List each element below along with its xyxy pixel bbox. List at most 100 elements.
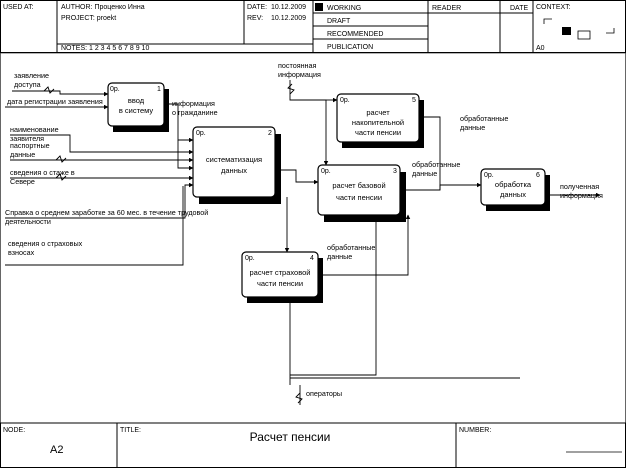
diagram-header: USED AT: AUTHOR: Проценко Инна PROJECT: …: [0, 0, 626, 53]
output-label: обработанные: [412, 160, 460, 169]
number-label: NUMBER:: [459, 427, 491, 434]
node-value: A2: [50, 444, 63, 456]
input-label: Севере: [10, 177, 35, 186]
arrow-input: [12, 90, 109, 97]
box-label: части пенсии: [336, 193, 382, 202]
arrow-output: [400, 182, 482, 191]
insurance-label: сведения о страховых: [8, 239, 83, 248]
date-value: 10.12.2009: [271, 4, 306, 11]
activity-box-3[interactable]: 0р. 3 расчет базовой части пенсии: [317, 164, 406, 222]
input-label: доступа: [14, 80, 41, 89]
status-draft: DRAFT: [327, 18, 351, 25]
box-number: 5: [412, 97, 416, 104]
input-label: сведения о стаже в: [10, 168, 75, 177]
squiggle-icon: [295, 392, 303, 404]
notes-label: NOTES: 1 2 3 4 5 6 7 8 9 10: [61, 45, 149, 52]
rev-value: 10.12.2009: [271, 15, 306, 22]
input-label: заявителя: [10, 134, 44, 143]
status-recommended: RECOMMENDED: [327, 31, 383, 38]
svg-text:0р.: 0р.: [321, 168, 331, 175]
page-title: Расчет пенсии: [250, 430, 331, 444]
box-label: части пенсии: [355, 128, 401, 137]
squiggle-icon: [55, 155, 67, 163]
arrows: [5, 80, 601, 405]
author-label: AUTHOR: Проценко Инна: [61, 4, 145, 11]
box-label: в систему: [119, 106, 154, 115]
activity-box-4[interactable]: 0р. 4 расчет страховой части пенсии: [241, 251, 323, 303]
box-label: расчет страховой: [250, 268, 311, 277]
box-label: расчет: [366, 108, 390, 117]
arrow-input: [10, 134, 194, 155]
node-label: NODE:: [3, 427, 25, 434]
context-thumbnail-icon: [543, 18, 615, 40]
arrow-input: [5, 182, 194, 219]
reader-label: READER: [432, 5, 461, 12]
box-number: 6: [536, 172, 540, 179]
used-at-label: USED AT:: [3, 4, 34, 11]
svg-text:0р.: 0р.: [196, 130, 206, 137]
box-label: систематизация: [206, 155, 262, 164]
arrow-output: [275, 169, 319, 185]
activity-box-1[interactable]: 0р. 1 ввод в систему: [107, 82, 169, 132]
box-number: 1: [157, 86, 161, 93]
certificate-label: деятельности: [5, 217, 51, 226]
activity-box-5[interactable]: 0р. 5 расчет накопительной части пенсии: [336, 93, 424, 148]
diagram-footer: NODE: A2 TITLE: Расчет пенсии NUMBER:: [0, 422, 626, 468]
mechanism-label: операторы: [306, 389, 342, 398]
box-number: 3: [393, 168, 397, 175]
arrow-output: [164, 103, 194, 143]
input-label: дата регистрации заявления: [7, 97, 103, 106]
arrow-output: [419, 116, 441, 138]
status-publication: PUBLICATION: [327, 44, 373, 51]
rev-label: REV:: [247, 15, 263, 22]
activity-box-2[interactable]: 0р. 2 систематизация данных: [192, 126, 281, 204]
input-label: наименование: [10, 125, 59, 134]
output-label: обработанные: [327, 243, 375, 252]
box-number: 4: [310, 255, 314, 262]
output-label: информация: [172, 99, 215, 108]
box-label: части пенсии: [257, 279, 303, 288]
control-label: информация: [278, 70, 321, 79]
working-checkbox[interactable]: [315, 3, 323, 11]
title-label: TITLE:: [120, 427, 141, 434]
box-label: данных: [221, 166, 247, 175]
output-label: о гражданине: [172, 108, 218, 117]
output-label: обработанные: [460, 114, 508, 123]
svg-text:0р.: 0р.: [110, 86, 120, 93]
arrow-input: [5, 186, 184, 266]
input-label: данные: [10, 150, 35, 159]
activity-box-6[interactable]: 0р. 6 обработка данных: [480, 168, 550, 211]
insurance-label: взносах: [8, 248, 35, 257]
context-label: CONTEXT:: [536, 4, 571, 11]
status-working: WORKING: [327, 5, 361, 12]
final-output-label: информация: [560, 191, 603, 200]
certificate-label: Справка о среднем заработке за 60 мес. в…: [5, 208, 208, 217]
date-col-label: DATE: [510, 5, 528, 12]
box-label: расчет базовой: [332, 181, 385, 190]
input-label: паспортные: [10, 141, 50, 150]
input-label: заявление: [14, 71, 49, 80]
svg-text:0р.: 0р.: [245, 255, 255, 262]
final-output-label: полученная: [560, 182, 599, 191]
box-label: обработка: [495, 180, 532, 189]
arrow-output: [318, 214, 411, 276]
box-label: накопительной: [352, 118, 404, 127]
box-number: 2: [268, 130, 272, 137]
output-label: данные: [460, 123, 485, 132]
date-label: DATE:: [247, 4, 267, 11]
project-label: PROJECT: proekt: [61, 15, 116, 22]
control-label: постоянная: [278, 61, 317, 70]
output-label: данные: [327, 252, 352, 261]
svg-text:0р.: 0р.: [340, 97, 350, 104]
arrow-control: [289, 80, 329, 166]
squiggle-icon: [43, 86, 55, 94]
context-node: A0: [536, 45, 545, 52]
squiggle-icon: [55, 173, 67, 181]
box-label: данных: [500, 190, 526, 199]
svg-text:0р.: 0р.: [484, 172, 494, 179]
arrow-labels: заявление доступа дата регистрации заявл…: [5, 61, 603, 398]
box-label: ввод: [128, 96, 145, 105]
output-label: данные: [412, 169, 437, 178]
squiggle-icon: [287, 83, 295, 95]
